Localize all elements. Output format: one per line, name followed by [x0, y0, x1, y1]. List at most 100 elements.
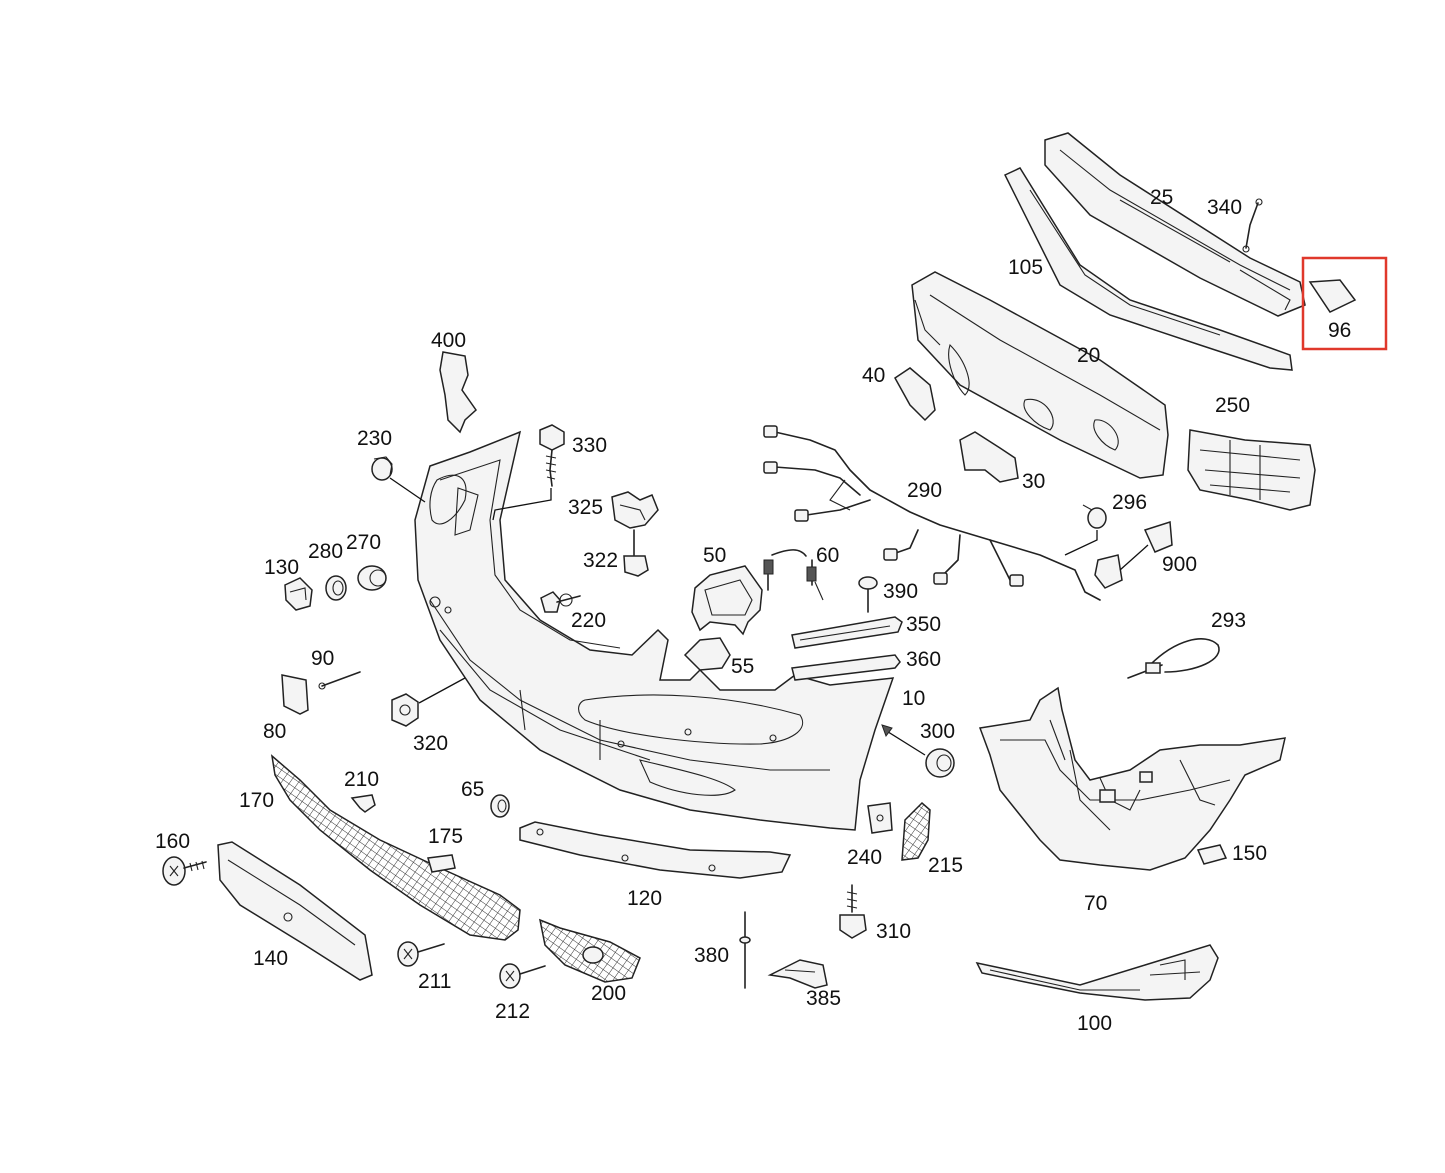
part-120-trim[interactable]	[519, 821, 792, 879]
part-322-bolt[interactable]	[623, 529, 649, 577]
part-215-side-grille[interactable]	[901, 801, 931, 861]
label-10: 10	[902, 687, 925, 710]
part-900-connector[interactable]	[1094, 520, 1173, 589]
label-50: 50	[703, 544, 726, 567]
part-60-springs[interactable]	[763, 549, 824, 601]
part-50-sensor-holder[interactable]	[691, 565, 763, 636]
label-55: 55	[731, 655, 754, 678]
part-212-screw[interactable]	[499, 963, 546, 989]
label-330: 330	[572, 434, 607, 457]
part-240-plate[interactable]	[867, 802, 893, 834]
label-900: 900	[1162, 553, 1197, 576]
label-380: 380	[694, 944, 729, 967]
label-120: 120	[627, 887, 662, 910]
part-175-clip[interactable]	[427, 854, 456, 873]
label-215: 215	[928, 854, 963, 877]
part-160-screw[interactable]	[162, 856, 207, 886]
label-310: 310	[876, 920, 911, 943]
label-140: 140	[253, 947, 288, 970]
label-290: 290	[907, 479, 942, 502]
label-212: 212	[495, 1000, 530, 1023]
part-220-bolt[interactable]	[540, 591, 581, 613]
label-170: 170	[239, 789, 274, 812]
label-293: 293	[1211, 609, 1246, 632]
label-90: 90	[311, 647, 334, 670]
part-400-bracket[interactable]	[439, 351, 477, 434]
label-270: 270	[346, 531, 381, 554]
part-293-cable-tie[interactable]	[1127, 638, 1220, 679]
part-70-side-bracket[interactable]	[978, 686, 1286, 871]
part-330-screw[interactable]	[492, 424, 565, 521]
part-65-nut[interactable]	[490, 794, 510, 818]
label-360: 360	[906, 648, 941, 671]
part-20-crossmember[interactable]	[911, 271, 1169, 479]
label-40: 40	[862, 364, 885, 387]
part-30-bracket[interactable]	[959, 431, 1019, 483]
part-96-cover[interactable]	[1308, 279, 1357, 313]
part-325-clip[interactable]	[611, 491, 659, 529]
part-320-nut[interactable]	[391, 677, 466, 727]
label-385: 385	[806, 987, 841, 1010]
label-96: 96	[1328, 319, 1351, 342]
label-296: 296	[1112, 491, 1147, 514]
label-350: 350	[906, 613, 941, 636]
label-30: 30	[1022, 470, 1045, 493]
part-300-bushing[interactable]	[881, 724, 955, 778]
part-170-grille[interactable]	[270, 754, 521, 941]
part-140-plate-bracket[interactable]	[217, 841, 373, 981]
label-25: 25	[1150, 186, 1173, 209]
label-175: 175	[428, 825, 463, 848]
part-350-strip[interactable]	[791, 616, 903, 649]
label-60: 60	[816, 544, 839, 567]
label-210: 210	[344, 768, 379, 791]
part-310-screw[interactable]	[839, 884, 867, 939]
part-250-bracket[interactable]	[1187, 429, 1316, 511]
part-211-screw[interactable]	[397, 941, 445, 967]
part-150-clip[interactable]	[1196, 844, 1228, 865]
label-105: 105	[1008, 256, 1043, 279]
label-340: 340	[1207, 196, 1242, 219]
label-20: 20	[1077, 344, 1100, 367]
part-80-plate[interactable]	[281, 674, 309, 715]
label-230: 230	[357, 427, 392, 450]
part-280-ring[interactable]	[325, 575, 347, 601]
label-200: 200	[591, 982, 626, 1005]
part-55-bracket[interactable]	[683, 637, 731, 671]
part-340-cable[interactable]	[1242, 198, 1263, 253]
part-200-grille-insert[interactable]	[538, 918, 641, 983]
highlight-box-96	[1301, 256, 1388, 351]
label-320: 320	[413, 732, 448, 755]
label-250: 250	[1215, 394, 1250, 417]
part-270-sensor-ring[interactable]	[357, 565, 387, 591]
label-240: 240	[847, 846, 882, 869]
part-40-gasket[interactable]	[894, 367, 936, 422]
part-100-spoiler[interactable]	[975, 944, 1219, 1001]
part-360-strip[interactable]	[791, 654, 901, 681]
label-300: 300	[920, 720, 955, 743]
label-100: 100	[1077, 1012, 1112, 1035]
part-25-carrier[interactable]	[1044, 132, 1306, 317]
part-105-strip[interactable]	[1003, 167, 1293, 371]
label-130: 130	[264, 556, 299, 579]
part-380-pin[interactable]	[739, 911, 751, 989]
part-390-screw[interactable]	[858, 576, 878, 613]
label-400: 400	[431, 329, 466, 352]
label-150: 150	[1232, 842, 1267, 865]
label-211: 211	[418, 970, 451, 993]
part-385-clip[interactable]	[767, 959, 828, 989]
label-160: 160	[155, 830, 190, 853]
part-130-sensor[interactable]	[284, 577, 313, 611]
part-90-rod[interactable]	[318, 671, 361, 690]
label-65: 65	[461, 778, 484, 801]
part-230-bolt[interactable]	[371, 456, 426, 503]
label-280: 280	[308, 540, 343, 563]
part-296-bolt[interactable]	[1064, 504, 1107, 556]
part-210-clip[interactable]	[350, 794, 376, 813]
label-70: 70	[1084, 892, 1107, 915]
part-290-harness[interactable]	[763, 425, 1101, 601]
label-80: 80	[263, 720, 286, 743]
label-390: 390	[883, 580, 918, 603]
label-220: 220	[571, 609, 606, 632]
part-10-bumper-cover[interactable]	[414, 430, 895, 831]
